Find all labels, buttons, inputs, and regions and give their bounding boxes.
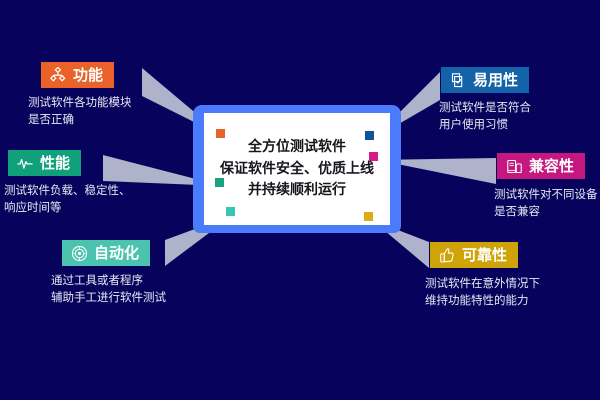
center-heading: 全方位测试软件 保证软件安全、优质上线 并持续顺利运行 — [204, 113, 390, 225]
connector-dot-reliability — [364, 212, 373, 221]
description-automation: 通过工具或者程序 辅助手工进行软件测试 — [51, 272, 166, 307]
description-performance-line-1: 测试软件负载、稳定性、 — [4, 183, 131, 197]
chip-function[interactable]: 功能 — [41, 62, 115, 88]
description-automation-line-2: 辅助手工进行软件测试 — [51, 290, 166, 305]
chip-compatibility[interactable]: 兼容性 — [497, 153, 586, 179]
chip-automation-label: 自动化 — [94, 243, 140, 262]
checklist-icon — [450, 72, 467, 89]
chip-reliability[interactable]: 可靠性 — [430, 242, 519, 268]
description-function-line-2: 是否正确 — [28, 112, 74, 127]
pulse-icon — [17, 155, 34, 172]
description-usability: 测试软件是否符合 用户使用习惯 — [439, 99, 531, 134]
center-heading-line-2: 保证软件安全、优质上线 — [220, 160, 374, 177]
chip-performance[interactable]: 性能 — [8, 150, 82, 176]
connector-dot-automation — [226, 207, 235, 216]
chip-automation[interactable]: 自动化 — [62, 240, 151, 266]
chip-usability-label: 易用性 — [473, 70, 519, 89]
description-reliability-line-2: 维持功能特性的能力 — [425, 293, 529, 308]
center-panel — [204, 113, 390, 225]
chip-reliability-label: 可靠性 — [462, 245, 508, 264]
description-function-line-1: 测试软件各功能模块 — [28, 95, 132, 109]
description-performance-line-2: 响应时间等 — [4, 200, 62, 215]
description-performance: 测试软件负载、稳定性、 响应时间等 — [4, 182, 131, 217]
description-compatibility-line-2: 是否兼容 — [494, 204, 540, 219]
connector-dot-usability — [365, 131, 374, 140]
description-function: 测试软件各功能模块 是否正确 — [28, 94, 132, 129]
devices-icon — [506, 158, 523, 175]
center-heading-line-3: 并持续顺利运行 — [248, 182, 346, 199]
chip-usability[interactable]: 易用性 — [441, 67, 530, 93]
description-usability-line-1: 测试软件是否符合 — [439, 100, 531, 114]
connector-dot-performance — [215, 178, 224, 187]
description-reliability: 测试软件在意外情况下 维持功能特性的能力 — [425, 275, 540, 310]
description-automation-line-1: 通过工具或者程序 — [51, 273, 143, 287]
connector-dot-function — [216, 129, 225, 138]
chip-compatibility-label: 兼容性 — [529, 156, 575, 175]
chip-function-label: 功能 — [73, 65, 104, 84]
thumbs-up-icon — [439, 247, 456, 264]
description-usability-line-2: 用户使用习惯 — [439, 117, 508, 132]
chip-performance-label: 性能 — [40, 153, 71, 172]
sitemap-icon — [50, 66, 67, 84]
description-compatibility: 测试软件对不同设备 是否兼容 — [494, 186, 598, 221]
target-gear-icon — [71, 245, 88, 262]
center-heading-line-1: 全方位测试软件 — [248, 139, 346, 156]
description-compatibility-line-1: 测试软件对不同设备 — [494, 187, 598, 201]
connector-dot-compatibility — [369, 152, 378, 161]
description-reliability-line-1: 测试软件在意外情况下 — [425, 276, 540, 290]
